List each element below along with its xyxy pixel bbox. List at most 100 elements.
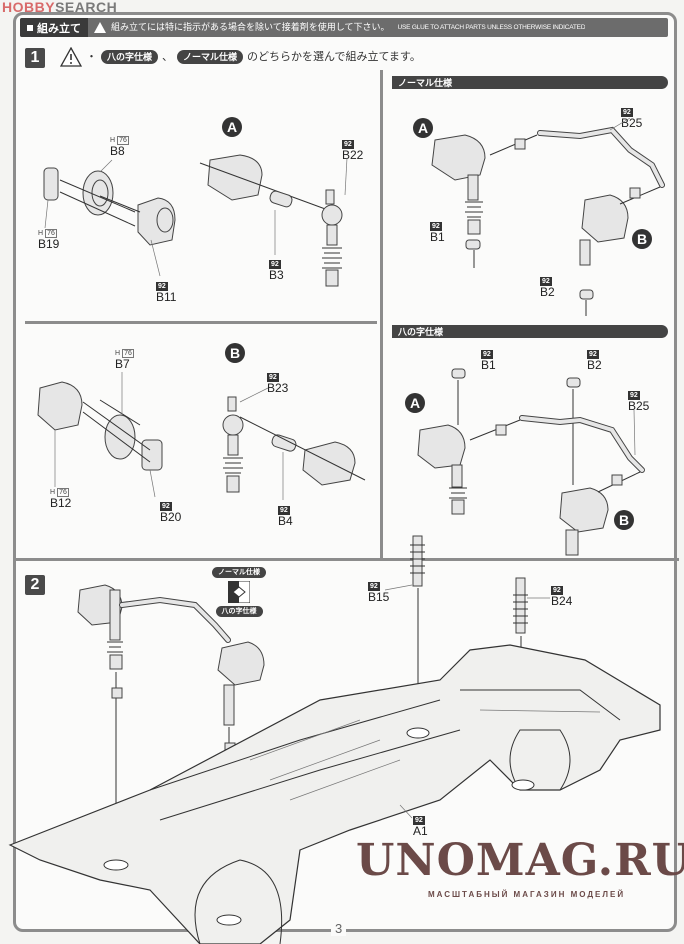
- page-number: 3: [331, 922, 347, 936]
- bullet: ・: [86, 50, 97, 63]
- direction-normal-pill: ノーマル仕様: [212, 567, 266, 578]
- part-b23: 92 B23: [267, 369, 288, 394]
- part-id: B22: [342, 148, 364, 162]
- color-code: 92: [621, 108, 633, 117]
- caution-icon: [60, 47, 82, 67]
- color-code: 92: [540, 277, 552, 286]
- paint-h: H: [38, 230, 44, 237]
- color-code: 92: [342, 140, 354, 149]
- color-code: 76: [57, 488, 69, 497]
- color-code: 76: [122, 349, 134, 358]
- sub-assembly-a-label: A: [222, 117, 242, 137]
- part-id: B12: [50, 496, 72, 510]
- color-code: 92: [430, 222, 442, 231]
- part-id: B11: [156, 290, 177, 304]
- step2-part-b24: 92 B24: [551, 582, 572, 607]
- part-id: B1: [430, 230, 445, 244]
- sub-a-b-divider: [25, 321, 377, 324]
- warning-icon: [94, 22, 106, 33]
- sub-assembly-b-label: B: [225, 343, 245, 363]
- part-b4: 92 B4: [278, 502, 293, 527]
- color-code: 92: [481, 350, 493, 359]
- part-id: B25: [628, 399, 650, 413]
- part-id: B15: [368, 590, 390, 604]
- color-code: 92: [413, 816, 425, 825]
- step-divider: [13, 558, 679, 561]
- paint-h: H: [115, 350, 121, 357]
- option-hachi-pill: 八の字仕様: [101, 50, 159, 64]
- square-bullet-icon: [27, 24, 33, 31]
- step-1-vertical-divider: [380, 70, 383, 560]
- color-code: 92: [160, 502, 172, 511]
- part-id: B3: [269, 268, 284, 282]
- part-b20: 92 B20: [160, 498, 181, 523]
- color-code: 92: [368, 582, 380, 591]
- hachi-label-a: A: [405, 393, 425, 413]
- color-code: 92: [278, 506, 290, 515]
- hachi-label-b: B: [614, 510, 634, 530]
- color-code: 92: [628, 391, 640, 400]
- hobbysearch-watermark: HOBBYSEARCH: [2, 0, 117, 14]
- step2-part-a1: 92 A1: [413, 812, 428, 837]
- direction-hachi-pill: 八の字仕様: [215, 606, 263, 617]
- hachi-part-b2: 92 B2: [587, 346, 602, 371]
- option-normal-pill: ノーマル仕様: [177, 50, 244, 64]
- part-id: B23: [267, 381, 289, 395]
- glue-notice-jp: 組み立てには特に指示がある場合を除いて接着剤を使用して下さい。: [111, 22, 390, 32]
- part-id: B4: [278, 514, 293, 528]
- normal-label-b: B: [632, 229, 652, 249]
- watermark-search: SEARCH: [55, 0, 118, 15]
- hachi-variant-header: 八の字仕様: [392, 325, 668, 338]
- step-1-number: 1: [25, 48, 45, 68]
- normal-part-b2: 92 B2: [540, 273, 555, 298]
- step-2-number: 2: [25, 575, 45, 595]
- part-id: B7: [115, 357, 130, 371]
- part-id: B24: [551, 594, 573, 608]
- color-code: 92: [551, 586, 563, 595]
- watermark-hobby: HOBBY: [2, 0, 56, 15]
- direction-indicator-icon: [228, 581, 250, 603]
- unomag-brand-watermark: UNOMAG.RU: [356, 835, 684, 886]
- part-id: B2: [587, 358, 602, 372]
- part-id: B19: [38, 237, 60, 251]
- part-id: A1: [413, 824, 428, 838]
- part-b11: 92 B11: [156, 278, 176, 303]
- unomag-tagline: МАСШТАБНЫЙ МАГАЗИН МОДЕЛЕЙ: [428, 890, 626, 899]
- color-code: 76: [117, 136, 129, 145]
- color-code: 92: [269, 260, 281, 269]
- part-id: B1: [481, 358, 496, 372]
- part-id: B8: [110, 144, 125, 158]
- normal-variant-header: ノーマル仕様: [392, 76, 668, 89]
- step-1-instruction: のどちらかを選んで組み立てます。: [247, 50, 421, 63]
- hachi-part-b25: 92 B25: [628, 387, 649, 412]
- assembly-header: 組み立て 組み立てには特に指示がある場合を除いて接着剤を使用して下さい。 USE…: [20, 18, 668, 37]
- normal-variant-title: ノーマル仕様: [398, 78, 453, 88]
- hachi-part-b1: 92 B1: [481, 346, 496, 371]
- hachi-variant-title: 八の字仕様: [398, 327, 444, 337]
- paint-h: H: [50, 489, 56, 496]
- step-1-heading-row: ・ 八の字仕様 、 ノーマル仕様 のどちらかを選んで組み立てます。: [60, 47, 421, 67]
- part-id: B20: [160, 510, 182, 524]
- color-code: 76: [45, 229, 57, 238]
- part-b22: 92 B22: [342, 136, 363, 161]
- direction-legend: ノーマル仕様 八の字仕様: [212, 567, 266, 617]
- separator: 、: [162, 50, 174, 63]
- glue-notice-en: USE GLUE TO ATTACH PARTS UNLESS OTHERWIS…: [397, 23, 586, 31]
- header-title: 組み立て: [20, 18, 88, 37]
- part-b3: 92 B3: [269, 256, 284, 281]
- paint-h: H: [110, 137, 116, 144]
- normal-part-b1: 92 B1: [430, 218, 445, 243]
- part-id: B2: [540, 285, 555, 299]
- color-code: 92: [156, 282, 168, 291]
- normal-label-a: A: [413, 118, 433, 138]
- color-code: 92: [587, 350, 599, 359]
- color-code: 92: [267, 373, 279, 382]
